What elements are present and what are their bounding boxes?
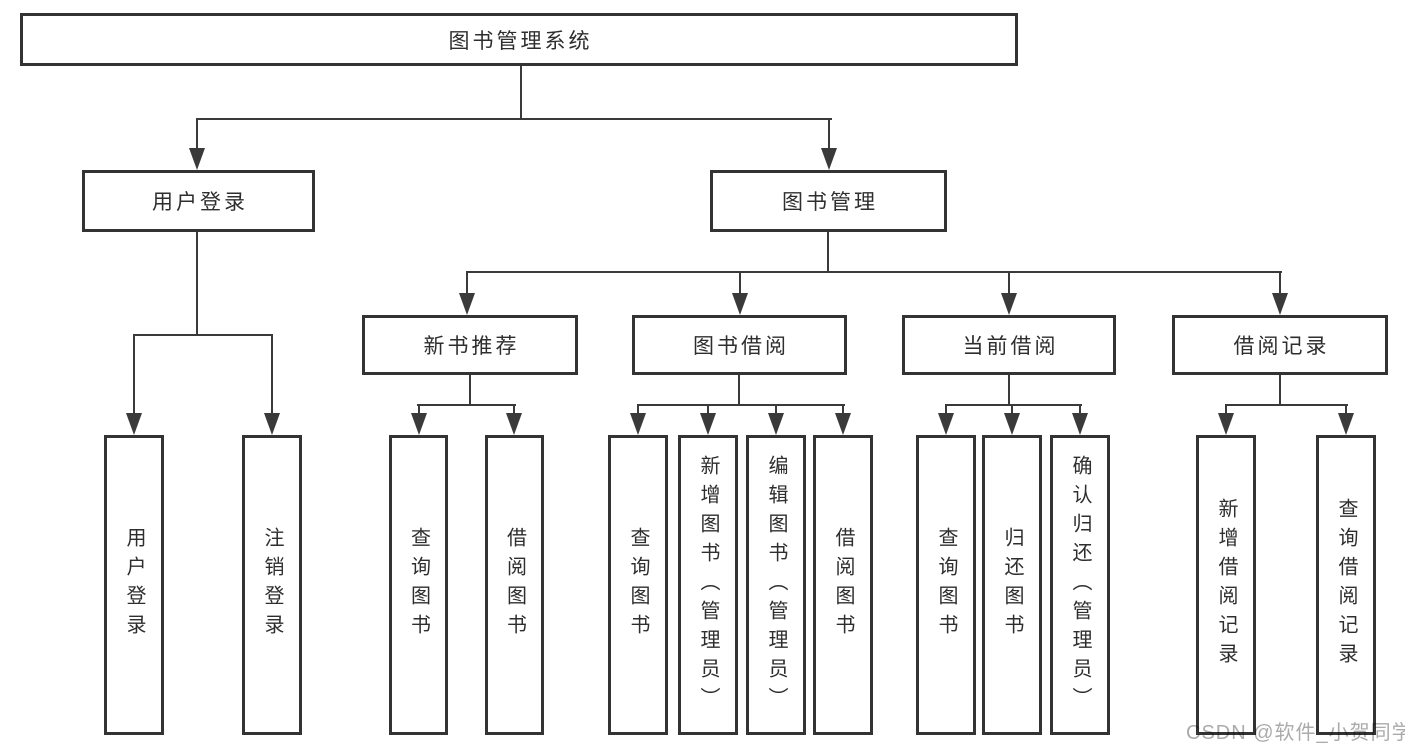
arrow-down-icon	[835, 413, 851, 435]
arrow-down-icon	[411, 413, 427, 435]
connector-line	[1008, 375, 1010, 406]
node-borrow-records: 借阅记录	[1172, 315, 1388, 375]
connector-line	[196, 118, 832, 120]
connector-line	[1011, 404, 1013, 416]
leaf-query-books-current-label: 查询图书	[935, 527, 957, 643]
leaf-query-books-borrow: 查询图书	[608, 435, 668, 735]
node-root: 图书管理系统	[20, 13, 1018, 66]
leaf-query-books-borrow-label: 查询图书	[627, 527, 649, 643]
connector-line	[469, 375, 471, 406]
connector-line	[1225, 404, 1348, 406]
connector-line	[775, 404, 777, 416]
node-user-login: 用户登录	[82, 170, 315, 232]
leaf-add-books-admin-label: 新增图书（管理员）	[697, 454, 719, 716]
connector-line	[133, 334, 135, 415]
arrow-down-icon	[506, 413, 522, 435]
connector-line	[1079, 404, 1081, 416]
leaf-user-login: 用户登录	[104, 435, 164, 735]
connector-line	[417, 404, 516, 406]
connector-line	[827, 232, 829, 273]
connector-line	[520, 65, 522, 120]
connector-line	[196, 118, 198, 150]
connector-line	[945, 404, 947, 416]
leaf-query-borrow-record: 查询借阅记录	[1316, 435, 1376, 735]
arrow-down-icon	[630, 413, 646, 435]
leaf-add-borrow-record-label: 新增借阅记录	[1215, 498, 1237, 672]
connector-line	[1345, 404, 1347, 416]
leaf-query-borrow-record-label: 查询借阅记录	[1335, 498, 1357, 672]
node-book-management: 图书管理	[710, 170, 947, 232]
connector-line	[637, 404, 845, 406]
arrow-down-icon	[821, 148, 837, 170]
arrow-down-icon	[1338, 413, 1354, 435]
leaf-borrow-books-recommend-label: 借阅图书	[503, 527, 526, 643]
connector-line	[842, 404, 844, 416]
arrow-down-icon	[1001, 293, 1017, 315]
connector-line	[637, 404, 639, 416]
leaf-user-login-label: 用户登录	[123, 527, 145, 643]
leaf-confirm-return-admin: 确认归还（管理员）	[1050, 435, 1110, 735]
leaf-borrow-books: 借阅图书	[813, 435, 873, 735]
connector-line	[466, 271, 1282, 273]
connector-line	[1008, 271, 1010, 297]
leaf-query-books-current: 查询图书	[916, 435, 976, 735]
arrow-down-icon	[700, 413, 716, 435]
leaf-logout: 注销登录	[242, 435, 302, 735]
arrow-down-icon	[459, 293, 475, 315]
connector-line	[271, 334, 273, 415]
connector-line	[513, 404, 515, 416]
node-new-book-recommend: 新书推荐	[362, 315, 578, 375]
connector-line	[466, 271, 468, 297]
leaf-add-books-admin: 新增图书（管理员）	[678, 435, 738, 735]
connector-line	[738, 375, 740, 406]
node-book-borrow: 图书借阅	[632, 315, 847, 375]
leaf-borrow-books-recommend: 借阅图书	[485, 435, 544, 735]
arrow-down-icon	[189, 148, 205, 170]
arrow-down-icon	[938, 413, 954, 435]
arrow-down-icon	[768, 413, 784, 435]
leaf-confirm-return-admin-label: 确认归还（管理员）	[1069, 454, 1091, 716]
connector-line	[945, 404, 1082, 406]
arrow-down-icon	[732, 293, 748, 315]
connector-line	[828, 118, 830, 150]
node-book-management-label: 图书管理	[782, 191, 878, 214]
leaf-borrow-books-label: 借阅图书	[832, 527, 854, 643]
csdn-watermark: CSDN @软件_小贺同学	[1186, 722, 1405, 744]
node-current-borrow: 当前借阅	[902, 315, 1116, 375]
leaf-query-books-recommend: 查询图书	[389, 435, 448, 735]
leaf-query-books-recommend-label: 查询图书	[407, 527, 430, 643]
node-user-login-label: 用户登录	[152, 191, 248, 214]
connector-line	[196, 232, 198, 336]
leaf-return-books: 归还图书	[982, 435, 1042, 735]
arrow-down-icon	[1218, 413, 1234, 435]
connector-line	[133, 334, 273, 336]
connector-line	[1279, 375, 1281, 406]
node-borrow-records-label: 借阅记录	[1233, 335, 1330, 358]
node-book-borrow-label: 图书借阅	[693, 335, 789, 358]
leaf-return-books-label: 归还图书	[1001, 527, 1023, 643]
leaf-add-borrow-record: 新增借阅记录	[1196, 435, 1256, 735]
connector-line	[1279, 271, 1281, 297]
arrow-down-icon	[1004, 413, 1020, 435]
arrow-down-icon	[1072, 413, 1088, 435]
leaf-edit-books-admin: 编辑图书（管理员）	[746, 435, 806, 735]
leaf-edit-books-admin-label: 编辑图书（管理员）	[765, 454, 787, 716]
arrow-down-icon	[264, 413, 280, 435]
connector-line	[707, 404, 709, 416]
arrow-down-icon	[1272, 293, 1288, 315]
node-new-book-recommend-label: 新书推荐	[423, 335, 520, 358]
arrow-down-icon	[126, 413, 142, 435]
leaf-logout-label: 注销登录	[261, 527, 283, 643]
connector-line	[418, 404, 420, 416]
connector-line	[1225, 404, 1227, 416]
connector-line	[739, 271, 741, 297]
node-current-borrow-label: 当前借阅	[962, 335, 1059, 358]
node-root-label: 图书管理系统	[448, 29, 593, 53]
